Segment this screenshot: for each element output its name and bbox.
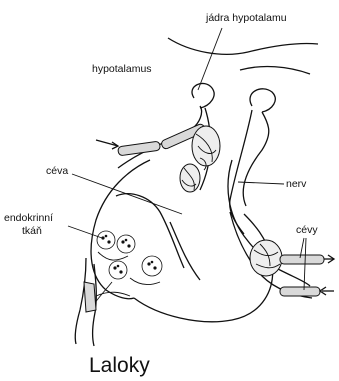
label-nerve: nerv — [286, 178, 306, 190]
brain-outline-left — [168, 38, 318, 54]
leader-endocrine — [68, 226, 102, 238]
endocrine-cell-cluster — [97, 231, 162, 279]
capillary-plexus-lobe — [180, 164, 200, 192]
nucleus-bulb-left — [192, 83, 214, 108]
label-vessels: cévy — [296, 224, 318, 236]
label-hypothalamus: hypotalamus — [92, 63, 152, 75]
vessel-tube-left — [118, 141, 161, 156]
label-vessel: céva — [46, 165, 68, 177]
vessel-tube-right-upper — [280, 255, 324, 264]
nerve-fiber-right — [243, 112, 269, 206]
leader-nuclei — [198, 28, 222, 90]
leader-vessel — [72, 174, 182, 214]
label-endocrine-line2: tkáň — [22, 225, 42, 237]
arrow-left-in — [96, 140, 118, 146]
capillary-plexus-right — [250, 240, 282, 276]
brain-outline-right — [240, 67, 310, 74]
label-endocrine-line1: endokrinní — [4, 212, 53, 224]
pituitary-inner-curve — [170, 222, 200, 280]
label-nuclei: jádra hypotalamu — [206, 12, 287, 24]
capillary-plexus-stalk — [192, 126, 220, 166]
vessel-tube-bottom — [84, 282, 96, 312]
caption: Laloky — [89, 354, 150, 378]
vessel-tube-right-lower — [280, 287, 320, 296]
bottom-stalk-left — [75, 258, 86, 344]
nucleus-bulb-right — [250, 89, 275, 112]
